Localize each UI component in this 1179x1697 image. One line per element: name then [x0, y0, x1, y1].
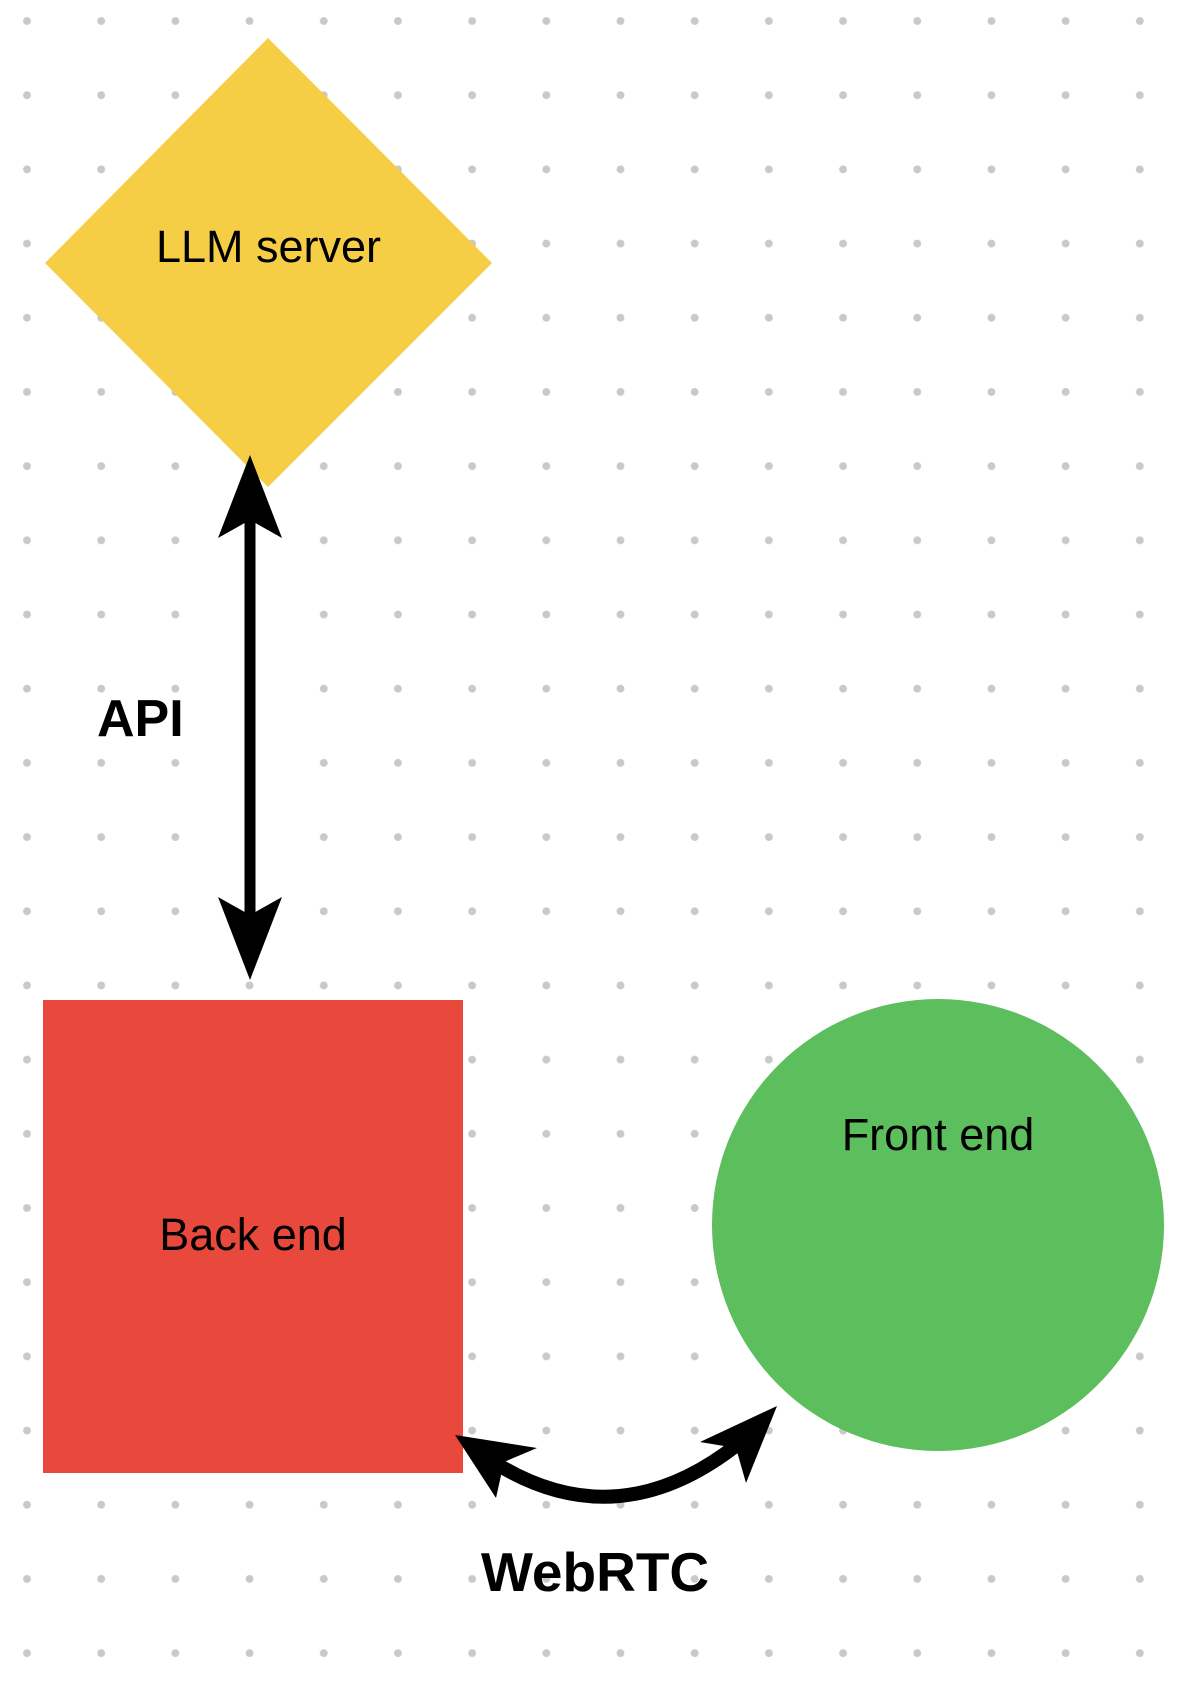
edge-api-arrowhead-down [218, 897, 282, 980]
node-llm-server-shape[interactable] [45, 38, 492, 487]
node-back-end-shape[interactable] [43, 1000, 463, 1473]
node-front-end-shape[interactable] [712, 999, 1164, 1451]
edge-api[interactable] [218, 455, 282, 980]
edge-webrtc-curve [496, 1438, 743, 1504]
edge-webrtc-arrowhead-left [455, 1435, 537, 1498]
edge-api-arrowhead-up [218, 455, 282, 538]
edge-webrtc[interactable] [455, 1406, 777, 1504]
edge-webrtc-arrowhead-right [700, 1406, 777, 1483]
